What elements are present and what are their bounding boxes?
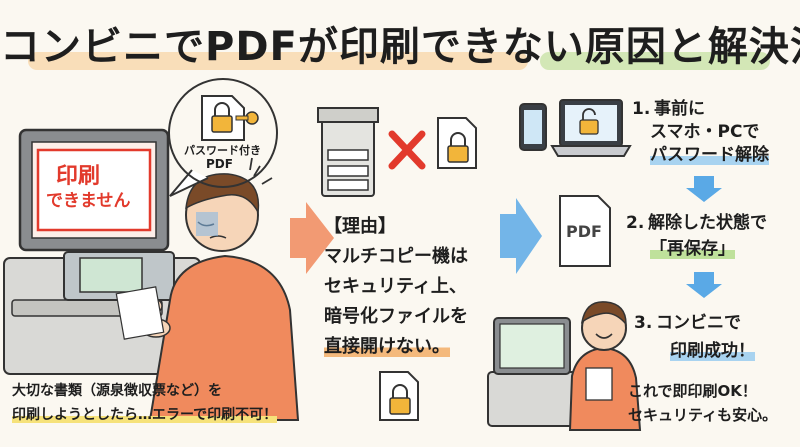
step2-line2: 「再保存」	[650, 238, 735, 261]
step1-line3: パスワード解除	[650, 144, 769, 167]
reason-line4-text: 直接開けない。	[324, 336, 450, 357]
pdf-document-icon	[559, 195, 611, 267]
error-x-icon	[388, 130, 426, 170]
locked-file-bottom-icon	[379, 371, 419, 421]
step1-line1: 事前に	[654, 99, 705, 119]
title-highlight-green	[540, 52, 770, 70]
reason-line4: 直接開けない。	[324, 332, 450, 362]
bubble-label-line2: PDF	[206, 157, 233, 171]
locked-file-icon	[437, 117, 477, 169]
step1-line3-text: パスワード解除	[650, 145, 769, 165]
result-line2: セキュリティも安心。	[628, 406, 778, 424]
result-line1: これで即印刷OK！	[628, 382, 757, 400]
arrow-right-blue-icon	[500, 198, 542, 274]
person-happy	[568, 301, 642, 431]
title-highlight-orange	[28, 52, 528, 70]
screen-error-line2: できません	[46, 191, 131, 211]
reason-line3: 暗号化ファイルを	[324, 306, 468, 327]
arrow-down-2-icon	[686, 272, 722, 298]
step3-line2: 印刷成功！	[670, 340, 755, 363]
title-area: コンビニでPDFが印刷できない原因と解決法	[0, 6, 800, 70]
caption-line2: 印刷しようとしたら…エラーで印刷不可！	[12, 404, 278, 426]
bubble-label-line1: パスワード付き	[184, 144, 261, 157]
step3-num: 3.	[634, 313, 653, 333]
kiosk-monitor	[18, 128, 170, 252]
step1-num: 1.	[632, 99, 651, 119]
caption-line1: 大切な書類（源泉徴収票など）を	[12, 383, 222, 399]
reason-line1: マルチコピー機は	[324, 246, 468, 267]
reason-line2: セキュリティ上、	[324, 276, 467, 297]
step2-line2-text: 「再保存」	[650, 239, 735, 259]
step2-line1: 解除した状態で	[648, 213, 767, 233]
step3-line1: コンビニで	[656, 313, 741, 333]
phone-laptop-icon	[519, 99, 632, 157]
arrow-right-orange-icon	[290, 202, 334, 274]
arrow-down-1-icon	[686, 176, 722, 202]
kiosk-success	[487, 317, 589, 427]
step2-num: 2.	[626, 213, 645, 233]
step3-line2-text: 印刷成功！	[670, 341, 755, 361]
reason-heading: 【理由】	[324, 216, 396, 237]
page-title: コンビニでPDFが印刷できない原因と解決法	[0, 24, 800, 70]
thought-bubble	[168, 78, 278, 188]
caption-line2-text: 印刷しようとしたら…エラーで印刷不可！	[12, 407, 278, 423]
copy-machine-icon	[317, 107, 379, 197]
screen-error-line1: 印刷	[56, 164, 101, 189]
pdf-label: PDF	[566, 222, 602, 241]
step1-line2: スマホ・PCで	[650, 122, 760, 142]
